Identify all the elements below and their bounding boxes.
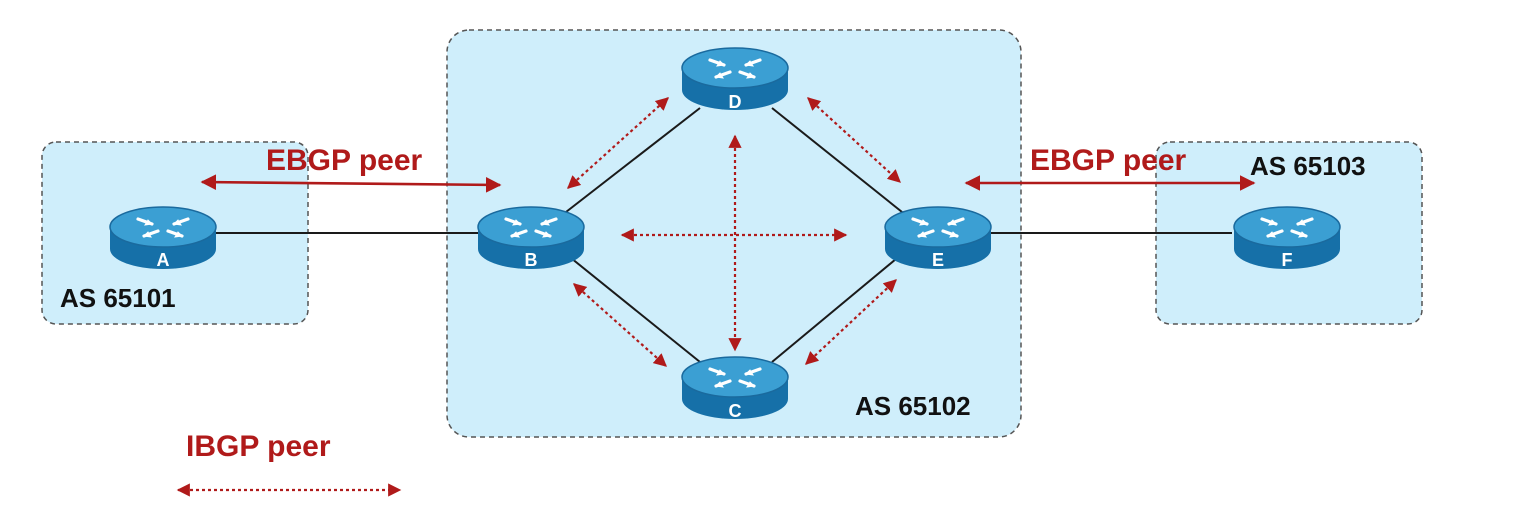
ibgp-arrow-b-c <box>573 283 667 367</box>
router-label-b: B <box>525 250 538 270</box>
router-label-e: E <box>932 250 944 270</box>
ibgp-peer-arrows <box>567 97 901 367</box>
router-f: F <box>1232 205 1342 271</box>
router-c: C <box>680 355 790 421</box>
as-label-65102: AS 65102 <box>855 391 971 421</box>
as-label-65103: AS 65103 <box>1250 151 1366 181</box>
router-b: B <box>476 205 586 271</box>
ebgp-arrow-a-b <box>200 174 502 193</box>
router-a: A <box>108 205 218 271</box>
router-d: D <box>680 46 790 112</box>
legend: IBGP peer <box>176 430 402 497</box>
router-label-a: A <box>157 250 170 270</box>
ebgp-peer-label-right: EBGP peer <box>1030 144 1187 177</box>
router-e: E <box>883 205 993 271</box>
router-label-c: C <box>729 401 742 421</box>
router-label-d: D <box>729 92 742 112</box>
ibgp-arrow-b-d <box>567 97 669 189</box>
ebgp-peer-label-left: EBGP peer <box>266 144 423 177</box>
router-label-f: F <box>1282 250 1293 270</box>
ibgp-arrow-d-e <box>807 97 901 183</box>
ibgp-legend-label: IBGP peer <box>186 430 331 463</box>
as-label-65101: AS 65101 <box>60 283 176 313</box>
ibgp-arrow-c-e <box>805 279 897 365</box>
ebgp-peer-arrows <box>200 174 1256 193</box>
